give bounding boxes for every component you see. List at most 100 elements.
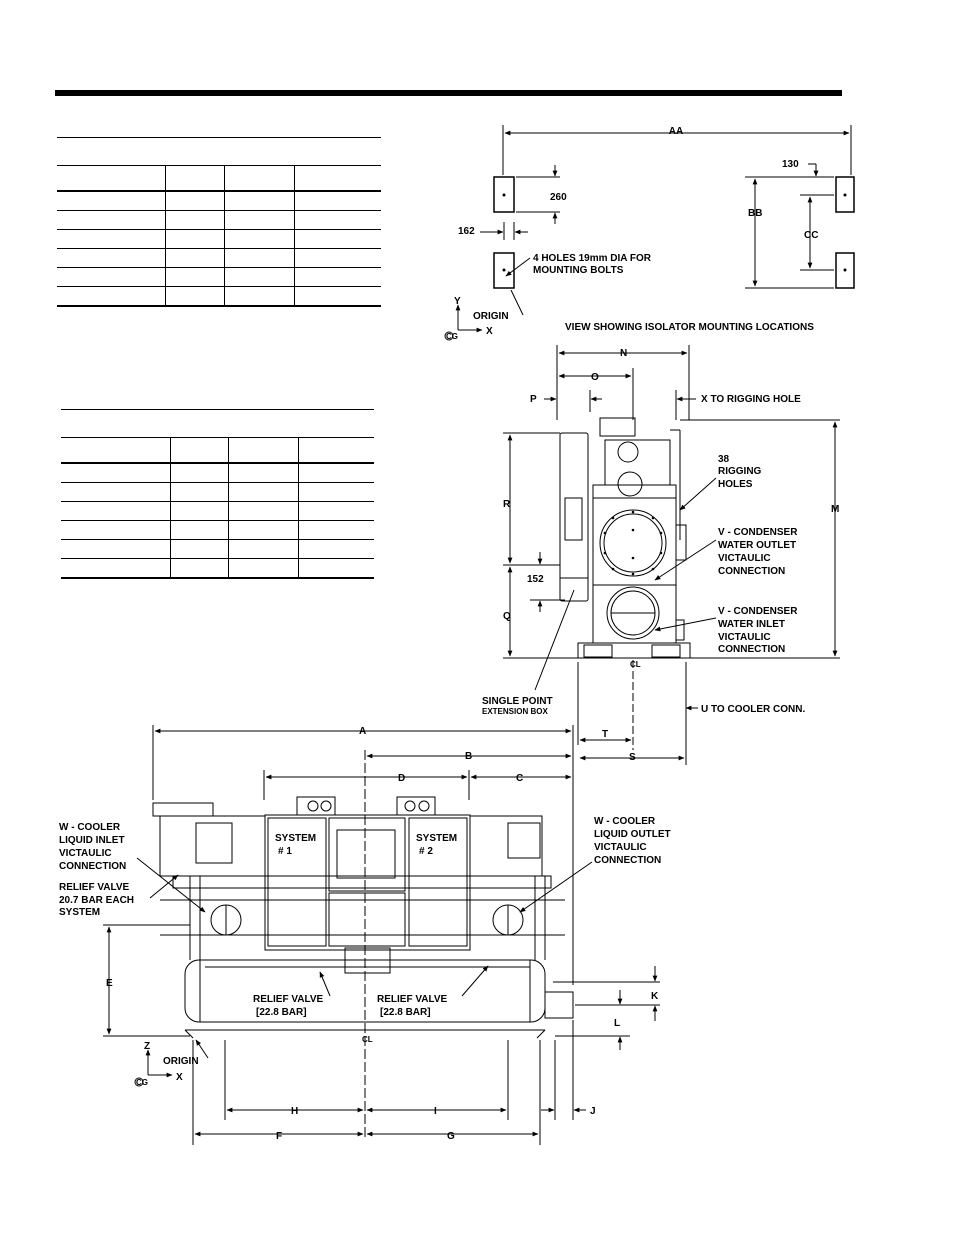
cooler-inlet-line4: CONNECTION — [59, 861, 126, 872]
rigging-note-line2: RIGGING — [718, 466, 762, 477]
cg-symbol-front: CG — [136, 1078, 148, 1087]
dim-e-label: E — [106, 978, 113, 989]
cooler-inlet-line3: VICTAULIC — [59, 848, 112, 859]
relief-valve-left-line1: RELIEF VALVE — [253, 994, 324, 1005]
cooler-inlet-line2: LIQUID INLET — [59, 835, 125, 846]
dim-cc-label: CC — [804, 230, 818, 241]
relief-valve-main-line2: 20.7 BAR EACH — [59, 895, 134, 906]
isolator-pad — [835, 252, 855, 289]
condenser-inlet-line1: V - CONDENSER — [718, 606, 798, 617]
table-row — [57, 286, 381, 307]
cooler-outlet-line2: LIQUID OUTLET — [594, 829, 671, 840]
table-row — [57, 248, 381, 268]
dim-u-label: U TO COOLER CONN. — [701, 704, 805, 715]
table-row — [57, 165, 381, 192]
condenser-outlet-line4: CONNECTION — [718, 566, 785, 577]
table-row — [61, 482, 374, 502]
relief-valve-main-line1: RELIEF VALVE — [59, 882, 130, 893]
end-view-labels: N O P X TO RIGGING HOLE 38 RIGGING HOLES… — [482, 348, 839, 763]
dim-m-label: M — [831, 504, 839, 515]
condenser-inlet-line4: CONNECTION — [718, 644, 785, 655]
front-view-labels: A B D C W - COOLER LIQUID INLET VICTAULI… — [59, 726, 671, 1142]
cooler-inlet-line1: W - COOLER — [59, 822, 121, 833]
dim-aa-label: AA — [669, 126, 683, 137]
dim-o-label: O — [591, 372, 599, 383]
dim-i-label: I — [434, 1106, 437, 1117]
isolator-table-1 — [57, 137, 381, 307]
centerline-symbol: CL — [362, 1035, 373, 1044]
dim-152-label: 152 — [527, 574, 544, 585]
isolator-view — [444, 125, 855, 341]
cg-symbol: CG — [446, 332, 458, 341]
end-view-dots — [603, 510, 663, 576]
cooler-outlet-line3: VICTAULIC — [594, 842, 647, 853]
dim-130-label: 130 — [782, 159, 799, 170]
dim-r-label: R — [503, 499, 511, 510]
condenser-outlet-line3: VICTAULIC — [718, 553, 771, 564]
dim-162-label: 162 — [458, 226, 475, 237]
rigging-note-line1: 38 — [718, 454, 730, 465]
table-row — [61, 558, 374, 579]
relief-valve-main-line3: SYSTEM — [59, 907, 100, 918]
condenser-outlet-line1: V - CONDENSER — [718, 527, 798, 538]
axis-x-label: X — [486, 326, 493, 337]
system-1-number: # 1 — [278, 846, 292, 857]
dim-d-label: D — [398, 773, 405, 784]
axis-y-label: Y — [454, 296, 461, 307]
extension-box-line2: EXTENSION BOX — [482, 707, 548, 716]
system-2-number: # 2 — [419, 846, 433, 857]
dim-x-label: X TO RIGGING HOLE — [701, 394, 801, 405]
cooler-outlet-line4: CONNECTION — [594, 855, 661, 866]
table-row — [61, 437, 374, 464]
dim-t-label: T — [602, 729, 608, 740]
rigging-note-line3: HOLES — [718, 479, 753, 490]
table-row — [57, 229, 381, 249]
table-row — [61, 501, 374, 521]
holes-note-line2: MOUNTING BOLTS — [533, 265, 624, 276]
origin-label-front: ORIGIN — [163, 1056, 199, 1067]
dim-p-label: P — [530, 394, 537, 405]
table-row — [57, 267, 381, 287]
origin-label: ORIGIN — [473, 311, 509, 322]
dim-a-label: A — [359, 726, 366, 737]
system-2-label: SYSTEM — [416, 833, 457, 844]
system-1-label: SYSTEM — [275, 833, 316, 844]
dim-j-label: J — [590, 1106, 596, 1117]
holes-note-line1: 4 HOLES 19mm DIA FOR — [533, 253, 652, 264]
relief-valve-left-line2: [22.8 BAR] — [256, 1007, 307, 1018]
dim-l-label: L — [614, 1018, 620, 1029]
condenser-outlet-line2: WATER OUTLET — [718, 540, 796, 551]
dim-h-label: H — [291, 1106, 298, 1117]
condenser-inlet-line2: WATER INLET — [718, 619, 785, 630]
front-view — [103, 725, 660, 1145]
dim-bb-label: BB — [748, 208, 762, 219]
dim-260-label: 260 — [550, 192, 567, 203]
table-row — [57, 210, 381, 230]
table-row — [57, 137, 381, 166]
isolator-pad — [835, 176, 855, 213]
axis-z-label: Z — [144, 1041, 150, 1052]
dim-g-label: G — [447, 1131, 455, 1142]
cooler-outlet-line1: W - COOLER — [594, 816, 656, 827]
dim-c-label: C — [516, 773, 523, 784]
dim-s-label: S — [629, 752, 636, 763]
table-row — [61, 463, 374, 483]
relief-valve-right-line2: [22.8 BAR] — [380, 1007, 431, 1018]
dim-f-label: F — [276, 1131, 282, 1142]
isolator-pad — [493, 176, 515, 213]
dim-b-label: B — [465, 751, 472, 762]
centerline-symbol: CL — [630, 660, 641, 669]
dim-q-label: Q — [503, 611, 511, 622]
isolator-labels: AA 260 162 130 BB CC 4 HOLES 19mm DIA FO… — [446, 126, 818, 341]
table-row — [57, 191, 381, 211]
extension-box-line1: SINGLE POINT — [482, 696, 553, 707]
isolator-table-2 — [61, 409, 374, 579]
dim-k-label: K — [651, 991, 659, 1002]
condenser-inlet-line3: VICTAULIC — [718, 632, 771, 643]
table-row — [61, 539, 374, 559]
end-view — [503, 345, 840, 765]
isolator-view-caption: VIEW SHOWING ISOLATOR MOUNTING LOCATIONS — [565, 322, 814, 333]
table-row — [61, 520, 374, 540]
relief-valve-right-line1: RELIEF VALVE — [377, 994, 448, 1005]
